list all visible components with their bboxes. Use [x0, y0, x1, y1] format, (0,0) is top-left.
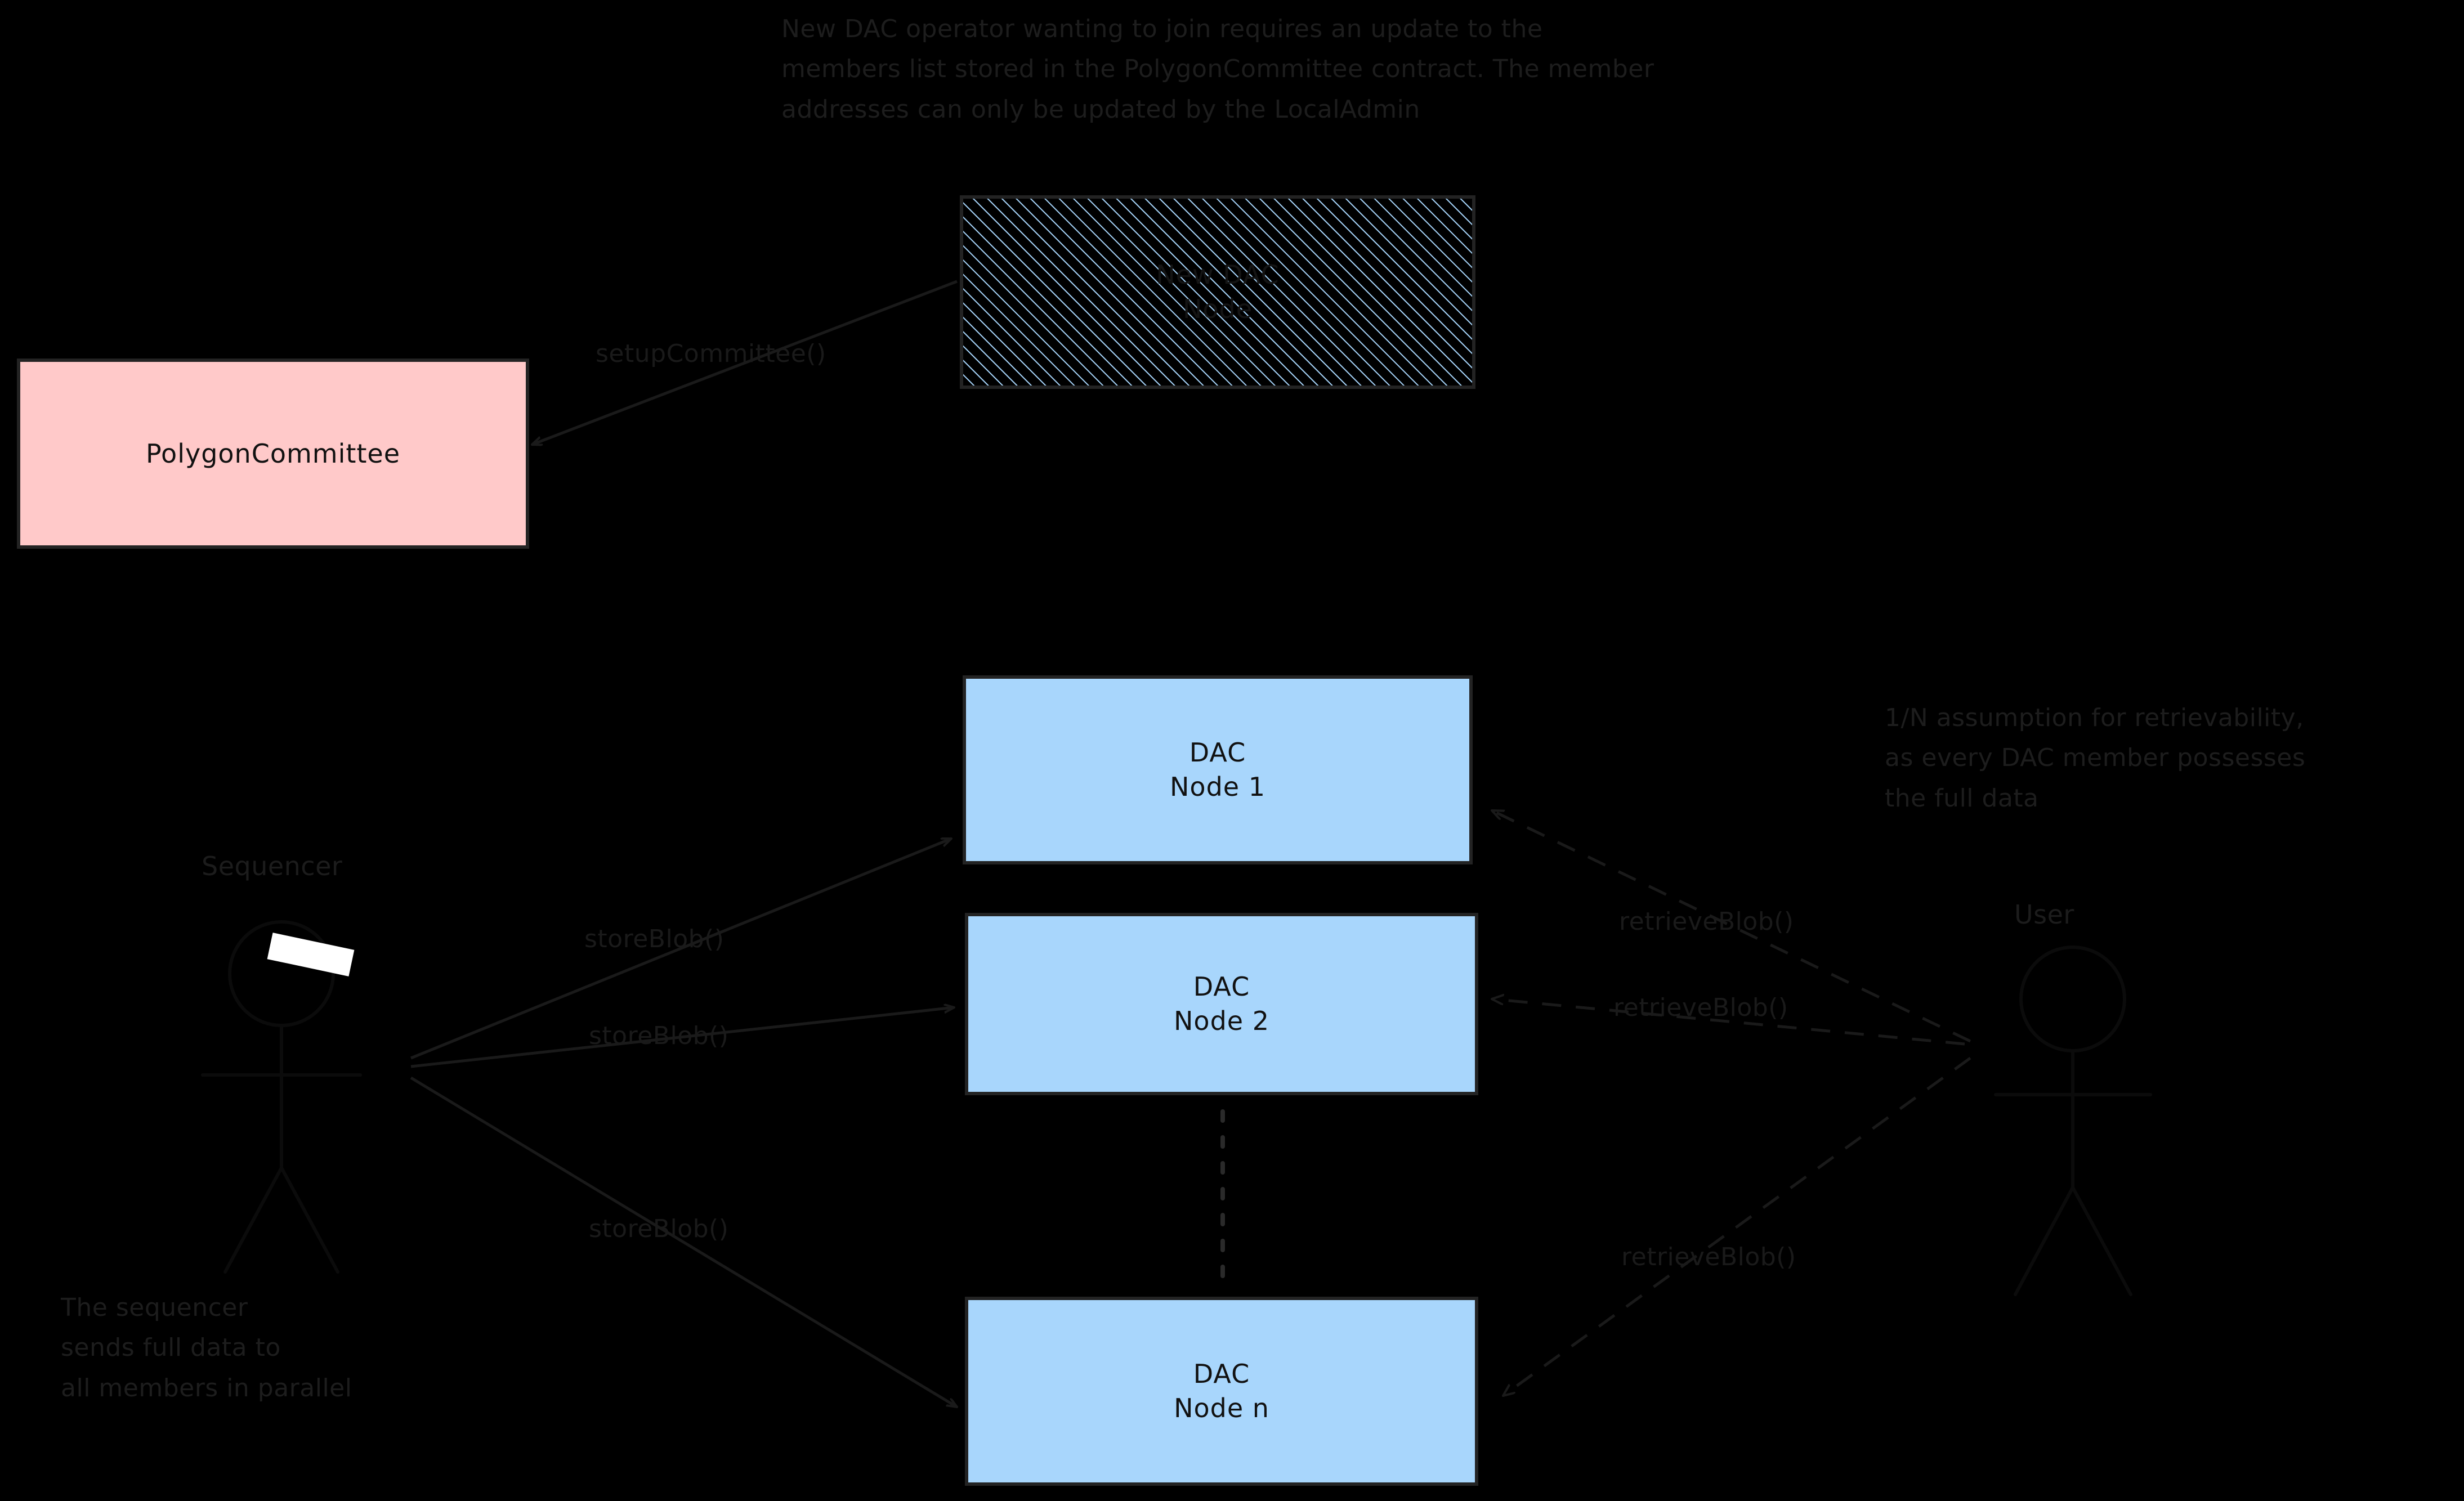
store-blob-arrow-node2	[410, 1007, 954, 1068]
dac-node-2-label: DAC Node 2	[1174, 971, 1269, 1036]
retrieve-blob-n-edge-label: retrieveBlob()	[1621, 1243, 1796, 1271]
store-blob-arrow-node1	[410, 837, 951, 1060]
setup-committee-edge-label: setupCommittee()	[596, 339, 826, 368]
retrieve-blob-arrow-node1	[1492, 809, 1971, 1043]
store-blob-1-edge-label: storeBlob()	[584, 925, 725, 953]
setup-committee-arrow	[532, 280, 958, 445]
user-label: User	[2014, 899, 2074, 930]
polygon-committee-label: PolygonCommittee	[145, 438, 401, 469]
user-figure	[1994, 946, 2152, 1296]
polygon-committee-box[interactable]: PolygonCommittee	[17, 359, 529, 549]
store-blob-n-edge-label: storeBlob()	[589, 1215, 729, 1243]
retrieve-blob-2-edge-label: retrieveBlob()	[1613, 993, 1788, 1022]
retrieve-blob-1-edge-label: retrieveBlob()	[1619, 907, 1794, 936]
sequencer-figure	[201, 920, 362, 1274]
sequencer-label: Sequencer	[202, 851, 343, 881]
new-dac-node-box[interactable]: New DAC Node	[960, 195, 1475, 389]
dac-node-1-label: DAC Node 1	[1170, 737, 1265, 802]
dac-node-2-box[interactable]: DAC Node 2	[965, 913, 1478, 1095]
dac-node-n-box[interactable]: DAC Node n	[965, 1297, 1478, 1486]
user-legs	[2014, 1186, 2132, 1296]
dac-node-n-label: DAC Node n	[1174, 1359, 1269, 1423]
new-dac-node-label: New DAC Node	[1156, 259, 1280, 324]
retrieve-blob-arrow-noden	[1503, 1056, 1971, 1397]
dac-node-1-box[interactable]: DAC Node 1	[963, 675, 1473, 864]
sequencer-visor-icon	[267, 933, 355, 976]
store-blob-2-edge-label: storeBlob()	[589, 1021, 729, 1050]
note-bottom-left: The sequencer sends full data to all mem…	[61, 1293, 352, 1403]
store-blob-arrow-noden	[410, 1076, 957, 1409]
note-top: New DAC operator wanting to join require…	[781, 15, 1654, 124]
user-head-icon	[2019, 946, 2126, 1052]
retrieve-blob-arrow-node2	[1492, 999, 1965, 1046]
sequencer-legs	[223, 1166, 339, 1274]
new-dac-node-hatch-fill	[962, 197, 1474, 387]
note-right: 1/N assumption for retrievability, as ev…	[1885, 704, 2306, 813]
